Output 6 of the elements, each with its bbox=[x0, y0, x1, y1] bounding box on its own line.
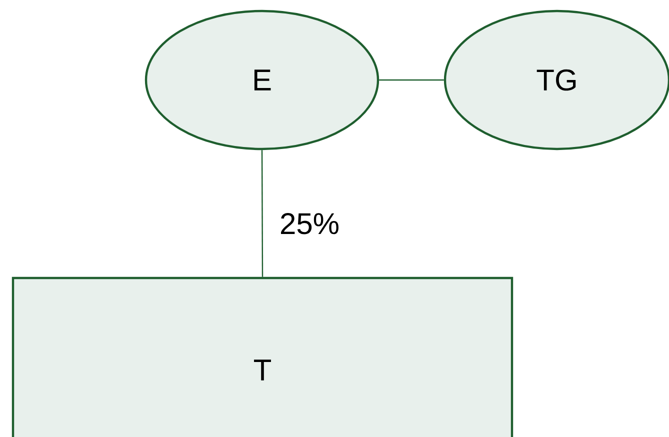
edge-label: 25% bbox=[281, 213, 338, 234]
ellipse-node: TG bbox=[444, 10, 669, 150]
process-box: T bbox=[12, 276, 514, 437]
connector-line bbox=[261, 150, 264, 277]
connector-line bbox=[379, 79, 444, 81]
ellipse-node: E bbox=[144, 10, 380, 150]
